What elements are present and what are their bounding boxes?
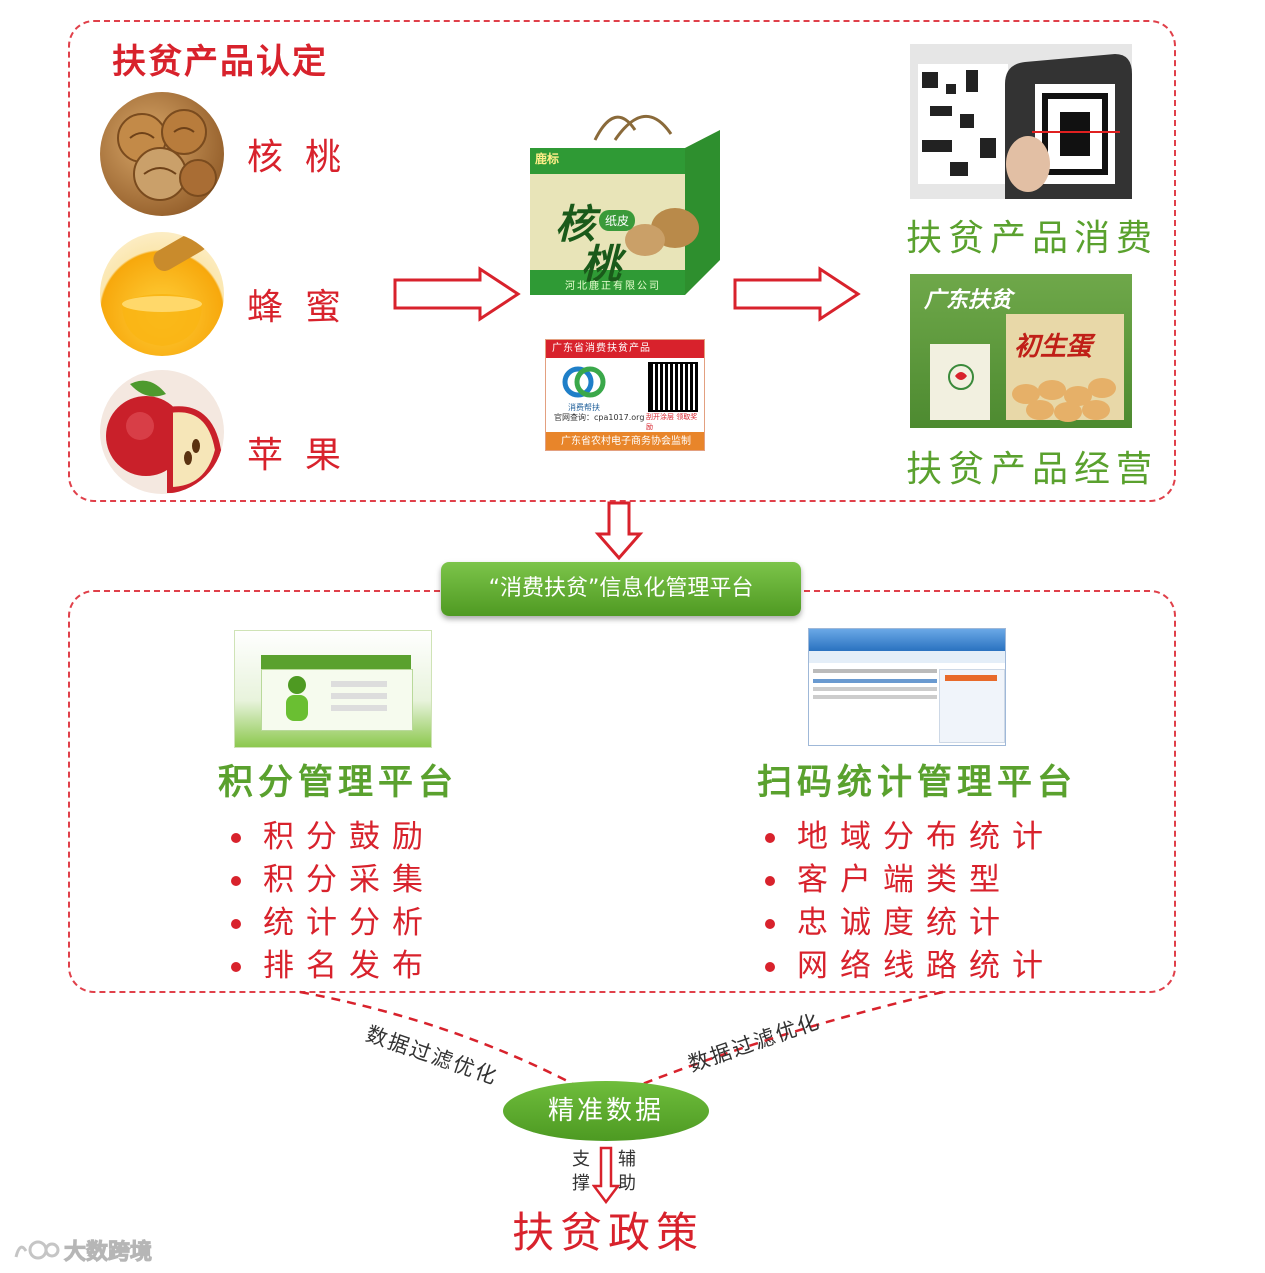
- watermark: 大数跨境: [10, 1234, 152, 1266]
- policy-title: 扶贫政策: [512, 1199, 704, 1260]
- support-label: 支撑: [572, 1148, 592, 1196]
- down-arrow-icon: [592, 1146, 620, 1204]
- watermark-logo-icon: [10, 1235, 60, 1265]
- precise-data-node: 精准数据: [503, 1081, 709, 1141]
- assist-label: 辅助: [618, 1148, 638, 1196]
- watermark-text: 大数跨境: [64, 1234, 152, 1266]
